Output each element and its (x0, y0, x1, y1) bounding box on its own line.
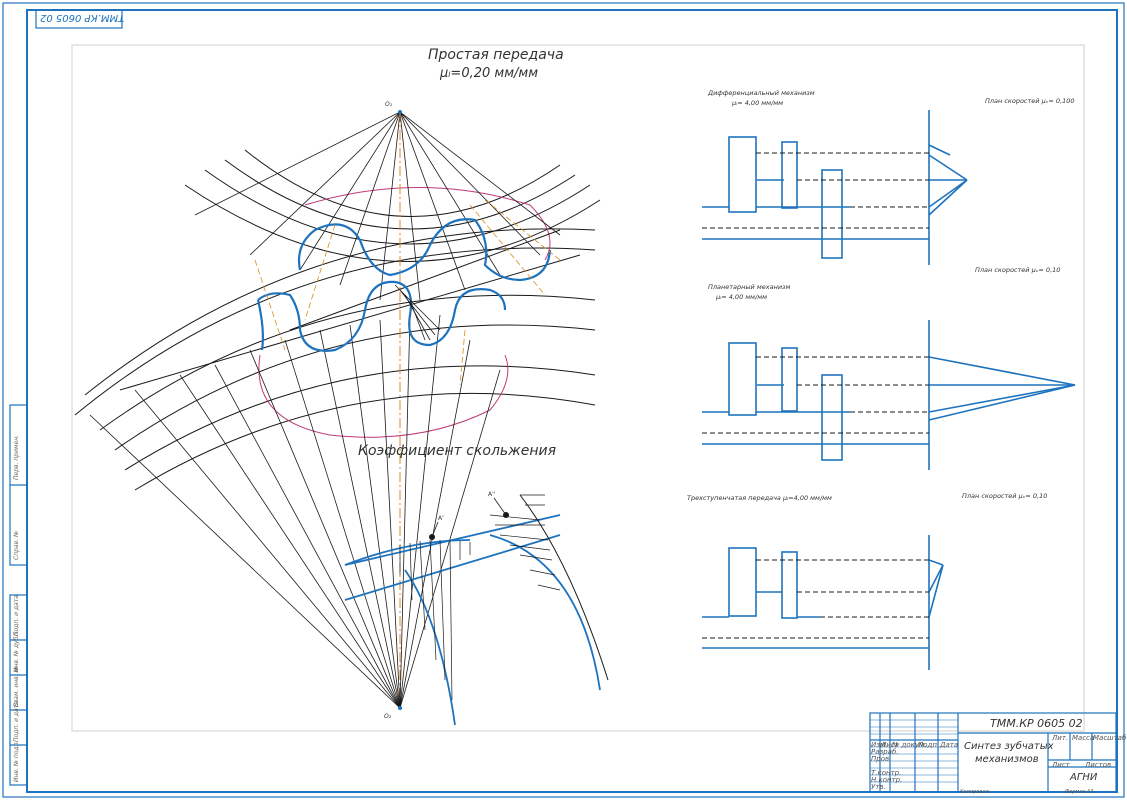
stamp-sheet-label: Лист (1052, 761, 1070, 769)
doc-code-inverted: ТММ.КР 0605 02 (40, 12, 125, 23)
stamp-head-doc: № докум. (892, 741, 927, 749)
stamp-row-ncontrol: Н.контр. (871, 776, 903, 784)
stamp-row-tcontrol: Т.контр. (871, 769, 902, 777)
stamp-scale-label: Масштаб (1093, 734, 1127, 742)
stepped-velocity-plan-label: План скоростей μᵥ= 0,10 (962, 492, 1048, 500)
svg-text:O₂: O₂ (384, 713, 392, 720)
stamp-title-line2: механизмов (975, 754, 1039, 765)
diff-mechanism-scale: μₗ= 4,00 мм/мм (732, 99, 784, 107)
side-label-sign-date-2: Подп. и дата (13, 701, 20, 742)
stamp-title-line1: Синтез зубчатых (964, 741, 1054, 752)
stamp-lit-label: Лит. (1052, 734, 1069, 742)
side-label-orig-inv: Инв. № подл. (13, 740, 20, 782)
stamp-head-izm: Изм (871, 741, 886, 749)
bottom-copied-mark: Копировал (960, 789, 989, 795)
svg-text:O₁: O₁ (385, 101, 393, 108)
stamp-row-checker: Пров. (871, 755, 892, 763)
side-strip (9, 404, 28, 786)
svg-text:A'': A'' (488, 491, 496, 498)
side-label-sign-date-1: Подп. и дата (13, 595, 20, 636)
stamp-head-date: Дата (940, 741, 959, 749)
svg-text:A': A' (438, 515, 444, 522)
planet-mechanism-title: Планетарный механизм (708, 283, 791, 291)
diff-mechanism-title: Дифференциальный механизм (708, 89, 815, 97)
mechanism-diagrams (702, 110, 1076, 670)
stamp-head-list: Лист (881, 741, 899, 749)
stamp-sheets-label: Листов (1085, 761, 1112, 769)
stamp-code: ТММ.КР 0605 02 (990, 717, 1083, 730)
stamp-mass-label: Масса (1072, 734, 1095, 742)
main-title: Простая передача (428, 47, 564, 63)
side-label-first-use: Перв. примен. (13, 434, 20, 480)
title-block (869, 712, 1117, 793)
stamp-org: АГНИ (1070, 772, 1098, 783)
side-label-ref-no: Справ. № (13, 530, 20, 560)
stamp-head-sign: Подп. (918, 741, 940, 749)
planet-velocity-plan-label: План скоростей μᵥ= 0,10 (975, 266, 1061, 274)
planet-mechanism-scale: μₗ= 4,00 мм/мм (716, 293, 768, 301)
stepped-gear-title: Трехступенчатая передача μₗ=4,00 мм/мм (687, 494, 832, 502)
diff-velocity-plan-label: План скоростей μᵥ= 0,100 (985, 97, 1075, 105)
gear-mesh-drawing: O₁ O₂ A (74, 101, 609, 726)
main-scale: μₗ=0,20 мм/мм (440, 66, 539, 81)
bottom-format-mark: Формат A3 (1065, 789, 1094, 795)
stamp-row-approved: Утв. (871, 783, 886, 791)
sliding-coefficient-title: Коэффициент скольжения (358, 443, 557, 459)
stamp-row-developer: Разраб. (871, 748, 899, 756)
